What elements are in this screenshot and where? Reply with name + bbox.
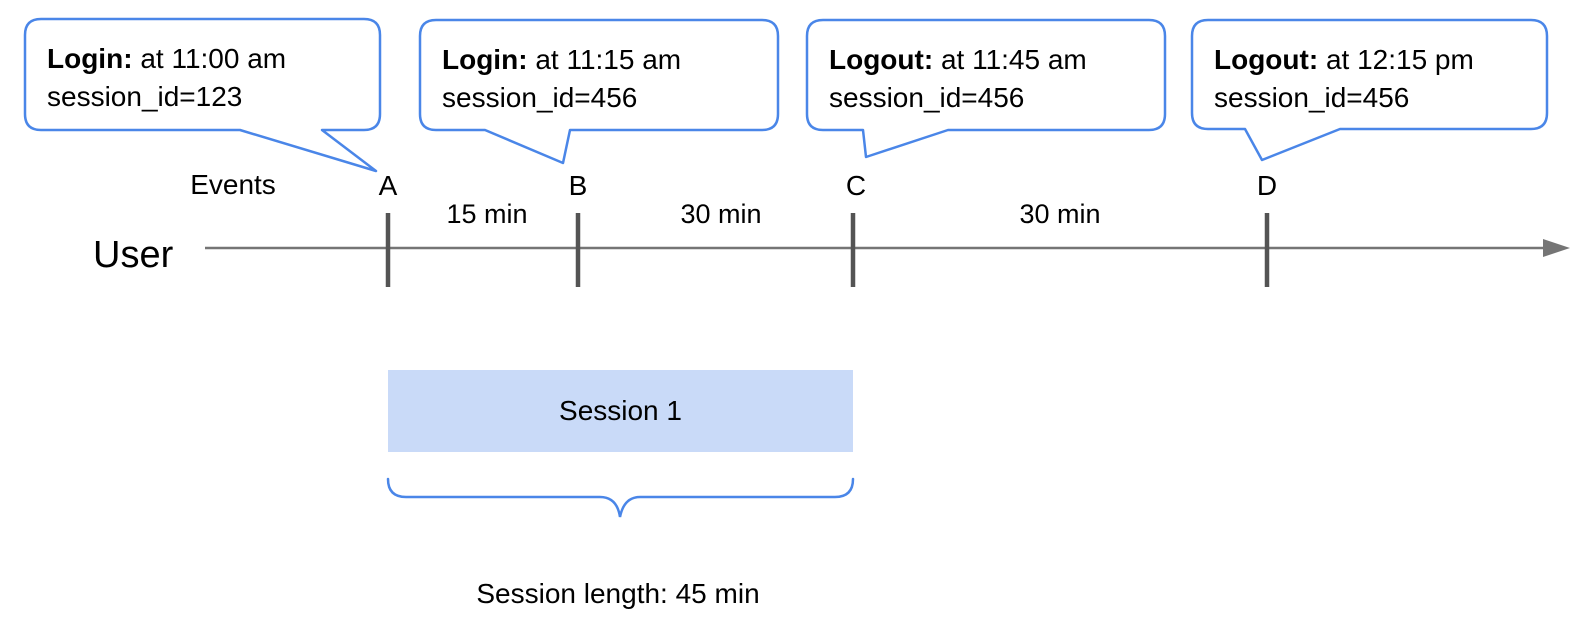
callout-bubble-a [23,17,382,173]
event-letter-c: C [845,170,867,201]
callout-a-session-id: session_id=123 [47,81,243,112]
callout-b: Login: at 11:15 am session_id=456 [442,41,681,117]
callout-d-line1: Logout: at 12:15 pm [1214,41,1474,79]
session-length-label: Session length: 45 min [476,578,760,609]
user-axis-label: User [93,234,174,276]
event-letter-d: D [1256,170,1278,201]
interval-label-ab: 15 min [446,199,528,229]
interval-label-bc: 30 min [680,199,762,229]
callout-a: Login: at 11:00 am session_id=123 [47,40,286,116]
callout-b-event-type: Login: [442,44,528,75]
callout-b-session-id: session_id=456 [442,82,638,113]
callout-c: Logout: at 11:45 am session_id=456 [829,41,1087,117]
callout-a-time: at 11:00 am [140,43,287,74]
callout-b-line1: Login: at 11:15 am [442,41,681,79]
events-label: Events [190,169,276,200]
timeline-arrowhead-icon [1543,239,1570,257]
callout-c-time: at 11:45 am [940,44,1087,75]
event-letter-a: A [378,170,398,201]
session-1-box-label: Session 1 [559,395,682,426]
callout-d-session-id: session_id=456 [1214,82,1410,113]
callout-d-time: at 12:15 pm [1325,44,1474,75]
callout-c-session-id: session_id=456 [829,82,1025,113]
callout-c-line1: Logout: at 11:45 am [829,41,1087,79]
callout-bubble-d [1190,18,1549,162]
callout-d: Logout: at 12:15 pm session_id=456 [1214,41,1474,117]
event-letter-b: B [568,170,588,201]
session-1-box: Session 1 [388,370,853,452]
callout-bubble-b [418,18,780,165]
callout-d-event-type: Logout: [1214,44,1319,75]
session-brace [386,477,855,518]
interval-label-cd: 30 min [1019,199,1101,229]
callout-c-event-type: Logout: [829,44,934,75]
callout-a-event-type: Login: [47,43,133,74]
callout-a-line1: Login: at 11:00 am [47,40,286,78]
callout-bubble-c [805,18,1167,159]
callout-b-time: at 11:15 am [535,44,682,75]
